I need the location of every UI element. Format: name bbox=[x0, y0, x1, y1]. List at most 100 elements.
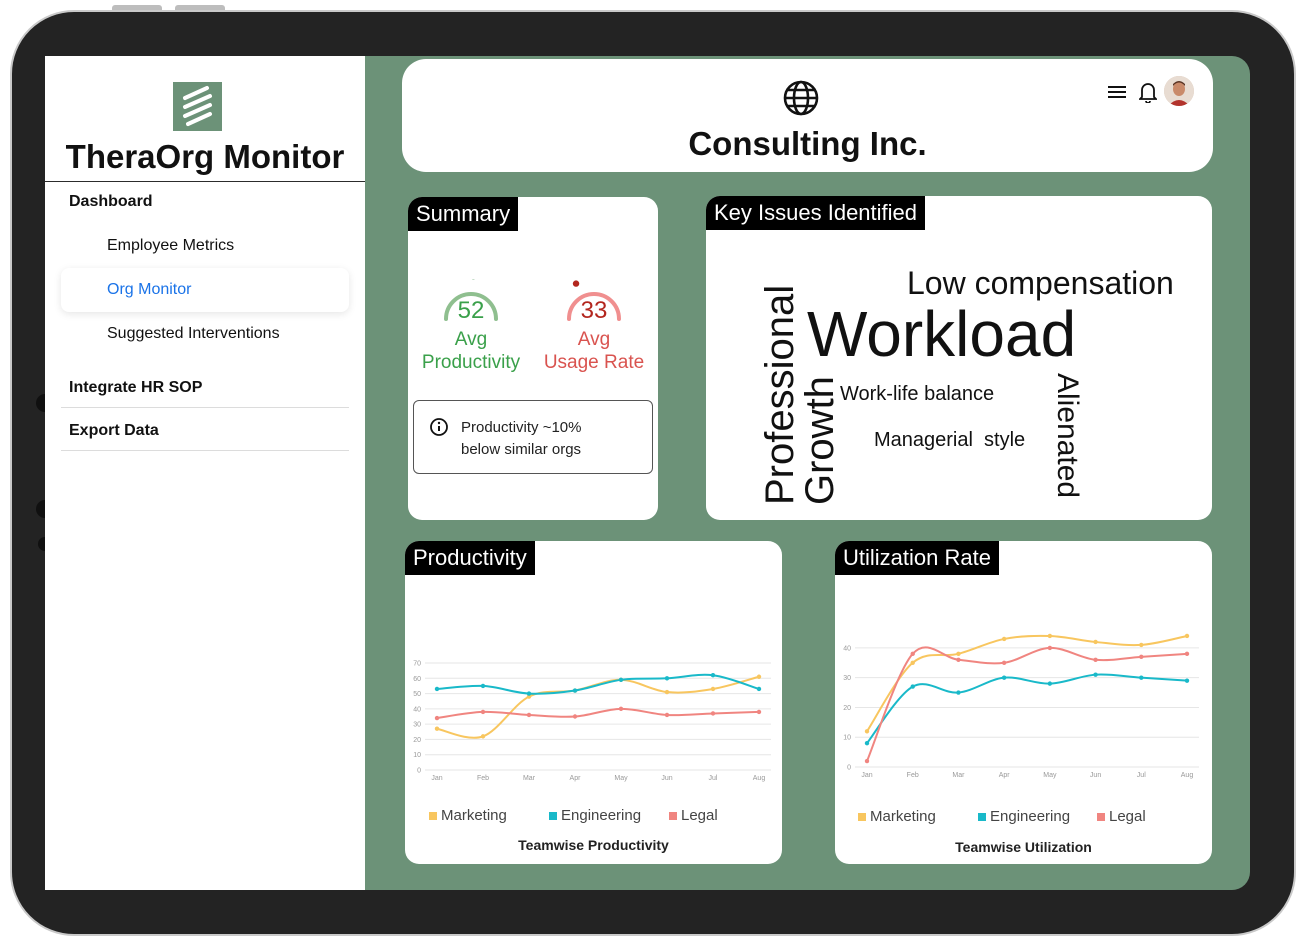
company-name: Consulting Inc. bbox=[688, 125, 927, 162]
y-tick-label: 50 bbox=[413, 691, 421, 698]
x-tick-label: Jul bbox=[1137, 772, 1146, 779]
sidebar-item-org-monitor[interactable]: Org Monitor bbox=[107, 281, 192, 298]
summary-card: Summary 52 Avg Productivity 33 Avg Usage… bbox=[408, 197, 658, 520]
legend-marketing: Marketing bbox=[858, 808, 936, 825]
data-point-engineering bbox=[1093, 672, 1098, 677]
word-growth: Growth bbox=[798, 376, 842, 505]
data-point-engineering bbox=[618, 677, 624, 683]
data-point-engineering bbox=[1047, 681, 1053, 686]
data-point-legal bbox=[756, 709, 762, 715]
divider bbox=[61, 407, 349, 408]
chart-title: Teamwise Productivity bbox=[518, 837, 669, 853]
data-point-legal bbox=[1139, 654, 1144, 660]
data-point-engineering bbox=[480, 683, 486, 689]
x-tick-label: Jan bbox=[861, 772, 872, 779]
data-point-marketing bbox=[526, 694, 532, 699]
x-tick-label: Jul bbox=[709, 775, 718, 782]
bell-icon[interactable] bbox=[1137, 81, 1159, 108]
data-point-engineering bbox=[1139, 675, 1144, 680]
card-title: Productivity bbox=[405, 541, 535, 575]
series-line-legal bbox=[436, 707, 760, 720]
data-point-marketing bbox=[434, 726, 440, 731]
divider bbox=[61, 450, 349, 451]
data-point-marketing bbox=[480, 734, 486, 739]
usage-value: 33 bbox=[580, 297, 608, 324]
key-issues-card: Key Issues Identified Low compensation W… bbox=[706, 196, 1212, 520]
y-tick-label: 0 bbox=[417, 768, 421, 775]
label-line: Avg bbox=[577, 329, 611, 350]
productivity-gauge bbox=[444, 279, 498, 321]
hamburger-menu-icon[interactable] bbox=[1108, 85, 1126, 104]
sidebar-item-dashboard[interactable]: Dashboard bbox=[69, 193, 153, 210]
avatar[interactable] bbox=[1164, 76, 1194, 106]
y-tick-label: 40 bbox=[843, 645, 851, 652]
y-tick-label: 60 bbox=[413, 676, 421, 683]
data-point-legal bbox=[480, 709, 486, 715]
word-professional: Professional bbox=[758, 284, 802, 505]
usage-label: Avg Usage Rate bbox=[534, 328, 654, 374]
y-tick-label: 30 bbox=[843, 675, 851, 682]
sidebar-item-export-data[interactable]: Export Data bbox=[69, 422, 159, 439]
divider bbox=[45, 181, 365, 182]
data-point-legal bbox=[618, 706, 624, 712]
insight-text: Productivity ~10% below similar orgs bbox=[461, 417, 581, 461]
legend-legal: Legal bbox=[1097, 808, 1146, 825]
data-point-legal bbox=[1047, 645, 1053, 651]
legend-label: Marketing bbox=[870, 808, 936, 825]
x-tick-label: Apr bbox=[999, 772, 1011, 779]
insight-line: below similar orgs bbox=[461, 441, 582, 458]
x-tick-label: May bbox=[614, 775, 628, 782]
card-title: Summary bbox=[408, 197, 519, 231]
legend-label: Marketing bbox=[441, 807, 507, 824]
usage-gauge bbox=[567, 280, 621, 321]
data-point-marketing bbox=[756, 674, 762, 679]
y-tick-label: 10 bbox=[413, 752, 421, 759]
y-tick-label: 20 bbox=[843, 705, 851, 712]
x-tick-label: Aug bbox=[753, 775, 766, 782]
data-point-marketing bbox=[1093, 639, 1098, 645]
y-tick-label: 20 bbox=[413, 737, 421, 744]
chart-title: Teamwise Utilization bbox=[955, 839, 1092, 855]
x-tick-label: Jan bbox=[431, 775, 442, 782]
insight-line: Productivity ~10% bbox=[461, 419, 582, 436]
insight-note: Productivity ~10% below similar orgs bbox=[413, 400, 653, 474]
x-tick-label: Mar bbox=[523, 775, 536, 782]
y-tick-label: 10 bbox=[843, 735, 851, 742]
x-tick-label: May bbox=[1043, 772, 1057, 779]
header: Consulting Inc. bbox=[402, 59, 1213, 172]
sidebar-item-suggested-interventions[interactable]: Suggested Interventions bbox=[107, 325, 280, 342]
data-point-marketing bbox=[1184, 633, 1190, 639]
productivity-value: 52 bbox=[457, 297, 485, 324]
card-title: Key Issues Identified bbox=[706, 196, 926, 230]
volume-up-button bbox=[112, 5, 162, 10]
data-point-engineering bbox=[526, 691, 532, 696]
label-line: Usage Rate bbox=[543, 352, 645, 373]
data-point-legal bbox=[664, 712, 670, 718]
label-line: Avg bbox=[454, 329, 488, 350]
legend-label: Engineering bbox=[990, 808, 1071, 825]
sidebar-item-employee-metrics[interactable]: Employee Metrics bbox=[107, 237, 235, 254]
sidebar: TheraOrg Monitor Dashboard Employee Metr… bbox=[45, 56, 365, 890]
data-point-marketing bbox=[1047, 633, 1053, 639]
data-point-engineering bbox=[1184, 678, 1190, 683]
y-tick-label: 30 bbox=[413, 722, 421, 729]
x-tick-label: Apr bbox=[570, 775, 582, 782]
productivity-label: Avg Productivity bbox=[413, 328, 529, 374]
globe-icon bbox=[782, 79, 820, 122]
app-logo bbox=[173, 82, 222, 131]
data-point-engineering bbox=[864, 740, 870, 746]
sidebar-item-integrate-hr-sop[interactable]: Integrate HR SOP bbox=[69, 379, 203, 396]
x-tick-label: Mar bbox=[952, 772, 965, 779]
data-point-marketing bbox=[1001, 636, 1007, 642]
legend-label: Legal bbox=[681, 807, 718, 824]
series-line-engineering bbox=[436, 673, 760, 695]
data-point-marketing bbox=[664, 689, 670, 695]
word-workload: Workload bbox=[807, 298, 1077, 370]
legend-legal: Legal bbox=[669, 807, 718, 824]
series-line-engineering bbox=[866, 673, 1188, 744]
series-line-legal bbox=[866, 646, 1188, 762]
word-work-life-balance: Work-life balance bbox=[840, 383, 995, 405]
y-tick-label: 40 bbox=[413, 706, 421, 713]
app-title: TheraOrg Monitor bbox=[65, 138, 345, 175]
